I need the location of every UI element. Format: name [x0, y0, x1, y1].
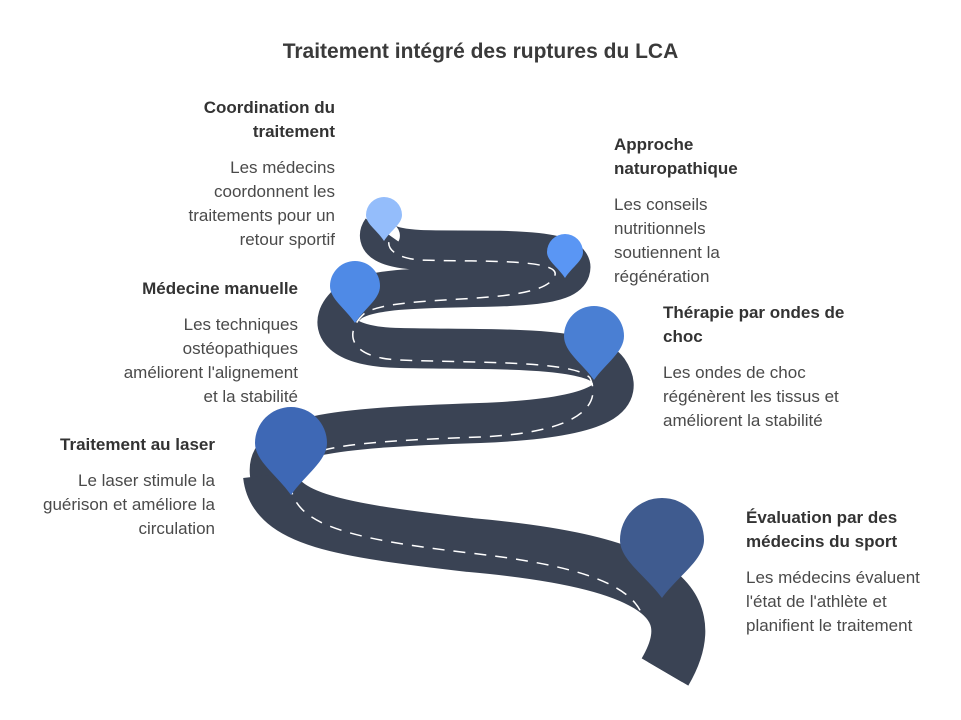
map-pin-icon	[620, 498, 704, 598]
step-description: Les médecins évaluent l'état de l'athlèt…	[746, 568, 920, 635]
step-heading: Approche naturopathique	[614, 135, 738, 178]
diagram-title: Traitement intégré des ruptures du LCA	[282, 40, 679, 63]
step-medecine-manuelle: Médecine manuelle Les techniques ostéopa…	[120, 277, 298, 409]
step-laser: Traitement au laser Le laser stimule la …	[20, 433, 215, 541]
map-pin-icon	[564, 306, 624, 380]
step-naturopathique: Approche naturopathique Les conseils nut…	[614, 133, 774, 289]
map-pin-icon	[547, 234, 583, 278]
step-description: Le laser stimule la guérison et améliore…	[43, 471, 215, 538]
step-description: Les conseils nutritionnels soutiennent l…	[614, 195, 720, 286]
step-heading: Traitement au laser	[60, 435, 215, 454]
road-surface-lower	[243, 469, 706, 686]
step-ondes-de-choc: Thérapie par ondes de choc Les ondes de …	[663, 301, 863, 433]
step-evaluation: Évaluation par des médecins du sport Les…	[746, 506, 936, 638]
step-description: Les médecins coordonnent les traitements…	[188, 158, 335, 249]
road-surface	[249, 218, 699, 683]
step-description: Les ondes de choc régénèrent les tissus …	[663, 363, 839, 430]
map-pin-icon	[255, 407, 327, 495]
map-pin-icon	[330, 261, 380, 323]
step-heading: Thérapie par ondes de choc	[663, 303, 845, 346]
step-heading: Évaluation par des médecins du sport	[746, 508, 898, 551]
map-pin-icon	[366, 197, 402, 241]
step-coordination: Coordination du traitement Les médecins …	[150, 96, 335, 252]
step-description: Les techniques ostéopathiques améliorent…	[123, 315, 298, 406]
road-centerline	[289, 237, 646, 671]
step-heading: Coordination du traitement	[203, 98, 335, 141]
step-heading: Médecine manuelle	[142, 279, 298, 298]
